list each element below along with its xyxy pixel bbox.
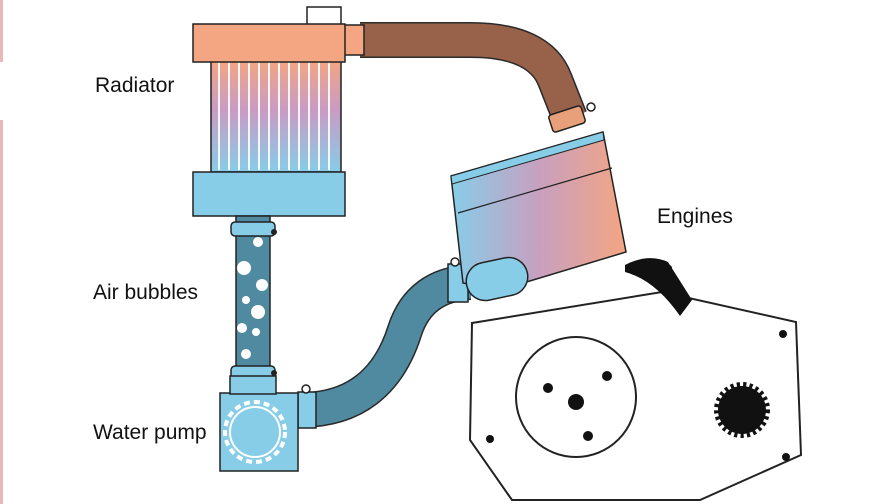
pump-impeller-gear-icon (223, 400, 287, 464)
engines-label: Engines (657, 205, 733, 228)
air-bubbles (237, 237, 268, 359)
radiator-top-tank (192, 23, 346, 63)
engine-block (468, 258, 803, 501)
left-edge-mark-top (0, 0, 3, 62)
radiator-bottom-tank (192, 171, 346, 217)
hose-clamp-screw-icon (450, 257, 460, 267)
water-pump-label: Water pump (93, 421, 207, 444)
engine-gear-icon (714, 382, 770, 438)
radiator-cap (306, 6, 342, 26)
left-edge-mark-bottom (0, 120, 3, 504)
hot-hose (341, 21, 596, 133)
air-bubbles-label: Air bubbles (93, 281, 199, 304)
radiator-fins (218, 62, 330, 170)
air-bubble-pipe (230, 215, 277, 381)
radiator-label: Radiator (95, 74, 175, 97)
cold-hose (297, 257, 472, 429)
hose-clamp-screw-icon (586, 102, 596, 112)
radiator (192, 6, 346, 217)
hose-clamp-screw-icon (301, 384, 311, 394)
engine-head (450, 131, 627, 302)
water-pump (219, 375, 299, 472)
